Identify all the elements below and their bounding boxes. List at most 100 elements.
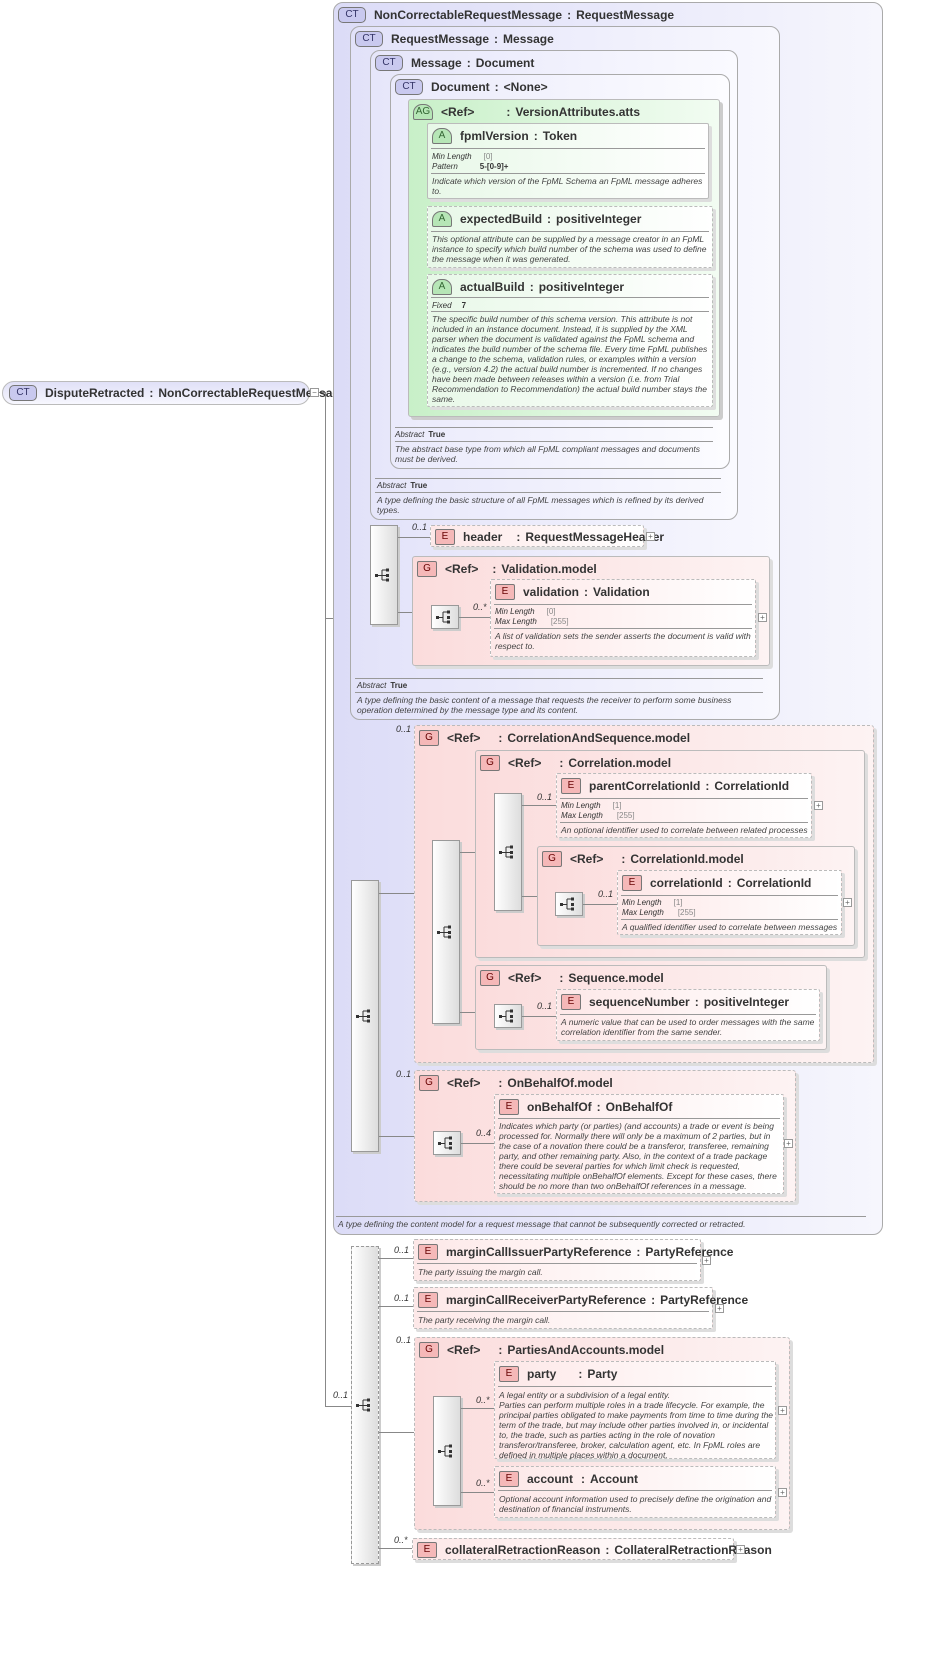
element-margincallreceiverpartyreference[interactable]: E marginCallReceiverPartyReference:Party… — [413, 1287, 748, 1329]
sequence-compositor[interactable] — [370, 525, 398, 625]
separator — [355, 692, 763, 693]
element-icon: E — [622, 875, 642, 891]
sequence-compositor[interactable] — [555, 892, 583, 916]
expand-icon[interactable]: + — [778, 1406, 787, 1415]
separator — [560, 798, 808, 799]
separator — [417, 1263, 697, 1264]
separator — [431, 231, 709, 232]
expand-icon[interactable]: + — [702, 1256, 711, 1265]
type-base: <None> — [503, 80, 548, 94]
element-icon: E — [561, 778, 581, 794]
group-type: CorrelationAndSequence.model — [507, 731, 691, 745]
attribute-icon: A — [432, 211, 452, 227]
expand-icon[interactable]: + — [784, 1139, 793, 1148]
separator — [355, 678, 763, 679]
element-collateralretractionreason[interactable]: E collateralRetractionReason:CollateralR… — [412, 1538, 772, 1560]
element-type: PartyReference — [660, 1293, 749, 1307]
expand-icon[interactable]: + — [843, 898, 852, 907]
sequence-compositor[interactable] — [433, 1131, 461, 1155]
element-validation[interactable]: E validation:Validation Min Length[0] Ma… — [490, 579, 756, 657]
separator — [494, 604, 752, 605]
attribute-type: Token — [542, 129, 578, 143]
separator — [498, 1386, 772, 1387]
group-icon: G — [417, 561, 437, 577]
root-type-node[interactable]: CT DisputeRetracted : NonCorrectableRequ… — [2, 381, 346, 405]
element-account[interactable]: E account:Account Optional account infor… — [494, 1466, 776, 1518]
separator — [560, 822, 808, 823]
type-base: RequestMessage — [576, 8, 675, 22]
expand-icon[interactable]: + — [715, 1304, 724, 1313]
connector — [522, 896, 537, 897]
attribute-icon: A — [432, 128, 452, 144]
element-correlationid[interactable]: E correlationId:CorrelationId Min Length… — [617, 870, 842, 935]
ref-label: <Ref> — [441, 105, 475, 119]
expand-icon[interactable]: + — [736, 1545, 745, 1554]
element-icon: E — [499, 1099, 519, 1115]
element-icon: E — [417, 1542, 437, 1558]
root-element-type: NonCorrectableRequestMessage — [158, 386, 347, 400]
group-icon: G — [480, 755, 500, 771]
element-name: marginCallIssuerPartyReference — [446, 1245, 632, 1259]
expand-icon[interactable]: + — [778, 1488, 787, 1497]
cardinality: 0..1 — [333, 1390, 349, 1400]
element-parentcorrelationid[interactable]: E parentCorrelationId:CorrelationId Min … — [556, 773, 812, 838]
sequence-compositor[interactable] — [433, 1396, 461, 1506]
cardinality: 0..1 — [412, 522, 428, 532]
sequence-icon — [438, 1444, 452, 1458]
sequence-compositor[interactable] — [494, 793, 522, 911]
separator — [336, 1216, 866, 1217]
attribute-expectedbuild[interactable]: A expectedBuild:positiveInteger This opt… — [427, 206, 713, 268]
connector — [379, 1306, 413, 1307]
type-name: Document — [431, 80, 490, 94]
property-list: Min Length[0] Max Length[255] — [495, 607, 569, 626]
element-type: Account — [590, 1472, 639, 1486]
element-icon: E — [435, 529, 455, 545]
connector — [379, 1258, 413, 1259]
attribute-fpmlversion[interactable]: A fpmlVersion:Token Min Length[0] Patter… — [427, 123, 709, 199]
element-name: account — [527, 1472, 574, 1486]
sequence-compositor[interactable] — [432, 840, 460, 1024]
element-icon: E — [418, 1244, 438, 1260]
element-sequencenumber[interactable]: E sequenceNumber:positiveInteger A numer… — [556, 989, 820, 1041]
cardinality: 0..* — [473, 602, 487, 612]
expand-icon[interactable]: − — [310, 388, 319, 397]
expand-icon[interactable]: + — [758, 613, 767, 622]
element-icon: E — [499, 1366, 519, 1382]
separator — [417, 1311, 709, 1312]
element-header[interactable]: E header:RequestMessageHeader — [430, 525, 664, 547]
sequence-compositor[interactable] — [431, 605, 459, 629]
type-description: A type defining the basic content of a m… — [357, 695, 732, 715]
attribute-group-icon: AG — [413, 104, 433, 120]
element-description: A list of validation sets the sender ass… — [495, 631, 751, 651]
element-description: The party issuing the margin call. — [418, 1267, 543, 1277]
property-list: Min Length[1] Max Length[255] — [561, 801, 635, 820]
complex-type-icon: CT — [355, 31, 383, 47]
attribute-icon: A — [432, 279, 452, 295]
separator — [494, 628, 752, 629]
attribute-description: Indicate which version of the FpML Schem… — [432, 176, 703, 196]
element-margincallissuerpartyreference[interactable]: E marginCallIssuerPartyReference:PartyRe… — [413, 1239, 733, 1281]
expand-icon[interactable]: + — [814, 801, 823, 810]
element-description: Optional account information used to pre… — [499, 1494, 772, 1514]
element-description: The party receiving the margin call. — [418, 1315, 551, 1325]
sequence-compositor[interactable] — [351, 1246, 379, 1564]
element-description: A legal entity or a subdivision of a leg… — [499, 1390, 774, 1460]
element-type: OnBehalfOf — [605, 1100, 673, 1114]
sequence-compositor[interactable] — [494, 1004, 522, 1028]
expand-icon[interactable]: + — [646, 532, 655, 541]
type-description: The abstract base type from which all Fp… — [395, 444, 701, 464]
sequence-icon — [499, 1009, 513, 1023]
element-description: A numeric value that can be used to orde… — [561, 1017, 815, 1037]
property-list: Min Length[1] Max Length[255] — [622, 898, 696, 917]
sequence-icon — [356, 1009, 370, 1023]
element-onbehalfof[interactable]: E onBehalfOf:OnBehalfOf Indicates which … — [494, 1094, 784, 1194]
ref-label: <Ref> — [445, 562, 479, 576]
separator — [498, 1490, 772, 1491]
connector — [460, 852, 475, 853]
sequence-compositor[interactable] — [351, 880, 379, 1152]
element-party[interactable]: E party:Party A legal entity or a subdiv… — [494, 1361, 776, 1460]
